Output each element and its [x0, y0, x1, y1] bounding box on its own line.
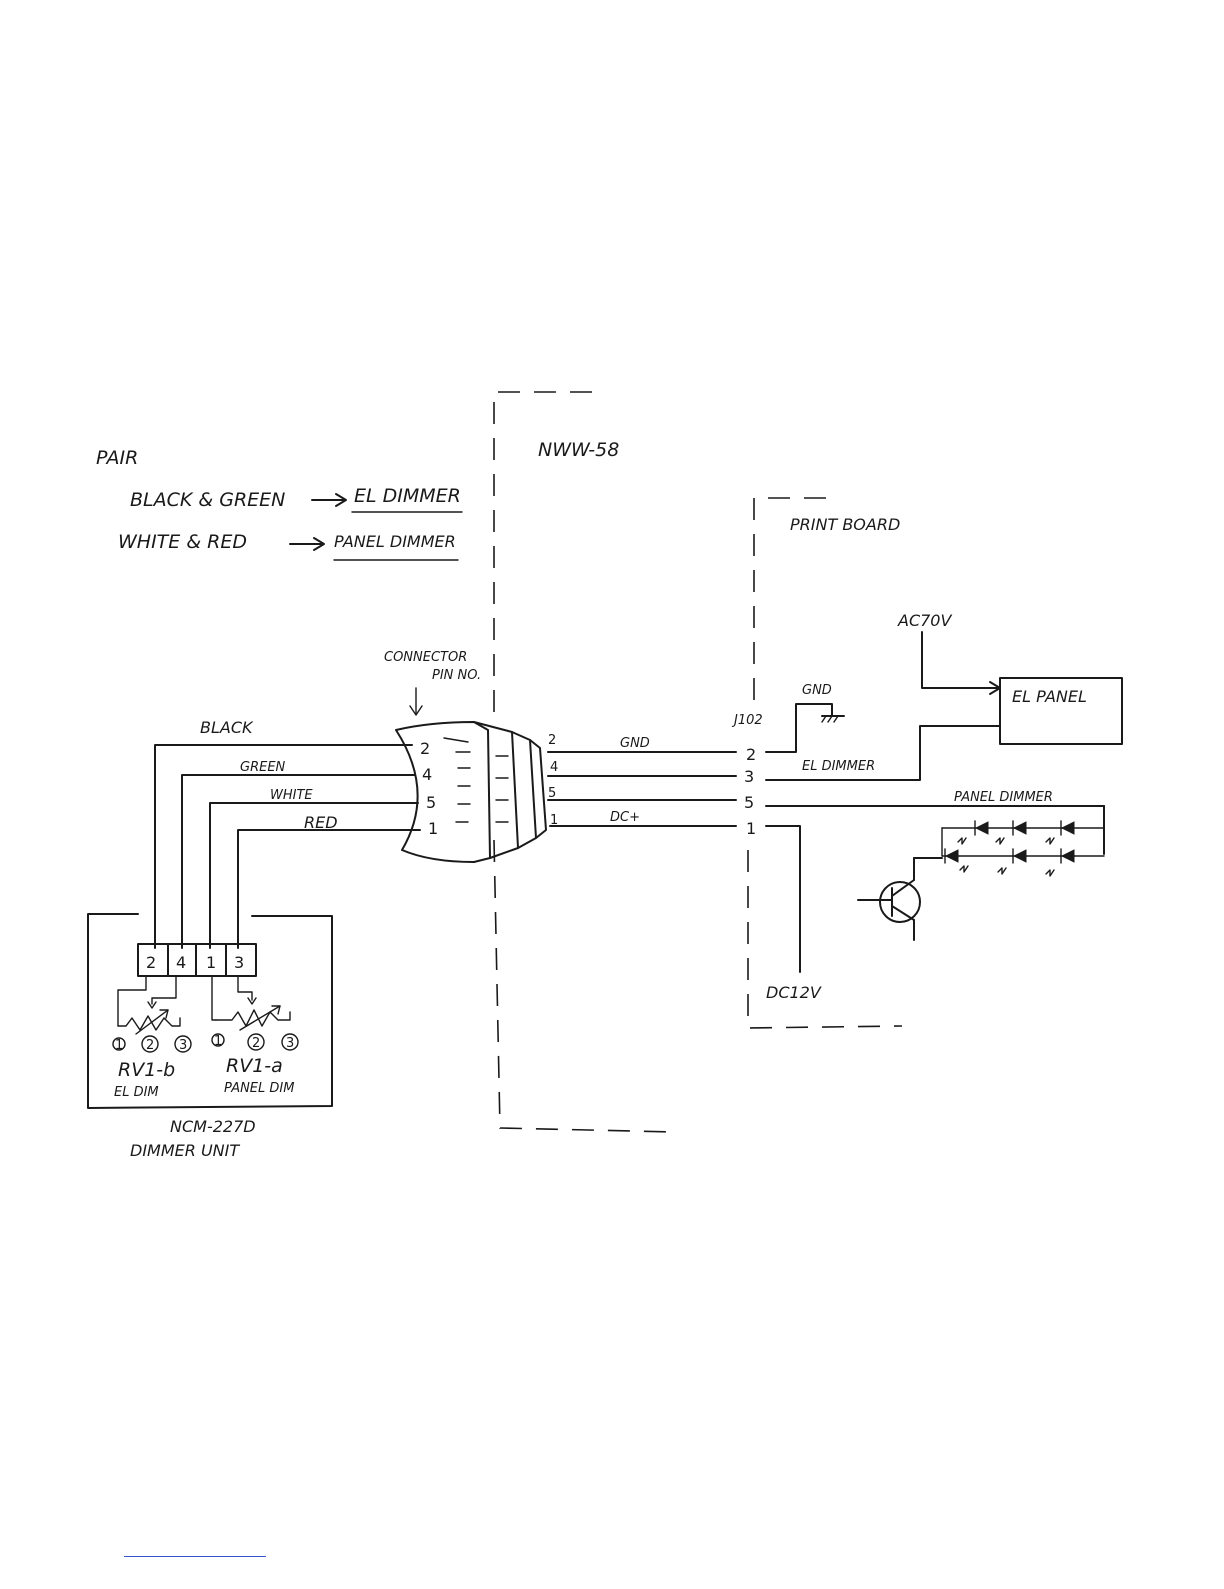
connector-plug-body [396, 722, 490, 862]
potentiometer-rv1b-icon [118, 976, 180, 1034]
cable-gnd-label: GND [620, 736, 650, 751]
board-pin-2: 2 [746, 745, 756, 764]
legend-pair2-target: PANEL DIMMER [334, 532, 456, 551]
rv1a-desc: PANEL DIM [224, 1081, 294, 1096]
terminal-4: 4 [176, 953, 186, 972]
legend-pair2-wires: WHITE & RED [118, 531, 247, 553]
ac-supply-label: AC70V [897, 611, 952, 630]
ac-supply-trace [922, 632, 998, 688]
enclosure-label: NWW-58 [538, 439, 619, 461]
led-icon [1061, 849, 1074, 863]
gnd-trace [766, 704, 832, 752]
potentiometer-rv1a-icon [212, 976, 290, 1030]
dc-supply-trace [766, 826, 800, 972]
rv1b-desc: EL DIM [114, 1085, 159, 1100]
legend-pair1-target: EL DIMMER [354, 485, 461, 507]
cable-dc-label: DC+ [610, 810, 640, 825]
connector-shell-1 [474, 722, 518, 858]
board-pin-5: 5 [744, 793, 754, 812]
cable-pin-2: 2 [548, 733, 556, 748]
led-array [942, 821, 1104, 876]
connector-label: CONNECTOR [384, 650, 467, 665]
wire-label-red: RED [304, 813, 338, 832]
rv1a-pin-2: 2 [252, 1036, 260, 1051]
led-icon [1013, 821, 1026, 835]
rv1b-pin-3: 3 [179, 1038, 187, 1053]
connector-pin-4: 4 [422, 765, 432, 784]
print-board-title: PRINT BOARD [790, 515, 900, 534]
dimmer-name: DIMMER UNIT [130, 1141, 240, 1160]
panel-dimmer-label: PANEL DIMMER [954, 790, 1053, 805]
dc-supply-label: DC12V [766, 983, 822, 1002]
el-dimmer-label: EL DIMMER [802, 759, 875, 774]
rv1a-pin-3: 3 [286, 1036, 294, 1051]
wire-red [238, 830, 420, 948]
dimmer-unit: 2 4 1 3 1 2 3 1 2 [88, 914, 332, 1160]
terminal-2: 2 [146, 953, 156, 972]
legend-title: PAIR [96, 447, 138, 469]
transistor-icon [858, 858, 942, 940]
led-icon [1013, 849, 1026, 863]
rv1b-pin-2: 2 [146, 1038, 154, 1053]
rv1a-name: RV1-a [226, 1055, 283, 1077]
cable-pin-4: 4 [550, 760, 558, 775]
cable-run: 2 4 5 1 GND DC+ [548, 733, 736, 828]
board-pin-3: 3 [744, 767, 754, 786]
gnd-label: GND [802, 683, 832, 698]
legend-pair1-wires: BLACK & GREEN [130, 489, 285, 511]
connector-pin-5: 5 [426, 793, 436, 812]
connector-pin-1: 1 [428, 819, 438, 838]
print-board: PRINT BOARD J102 2 3 5 1 GND EL DIMMER A… [731, 498, 1122, 1028]
led-icon [975, 821, 988, 835]
el-panel-label: EL PANEL [1012, 687, 1087, 706]
dimmer-model: NCM-227D [170, 1117, 256, 1136]
terminal-1: 1 [206, 953, 216, 972]
rv1b-name: RV1-b [118, 1059, 175, 1081]
led-icon [1061, 821, 1074, 835]
nww58-enclosure: NWW-58 [494, 392, 676, 1132]
board-pin-1: 1 [746, 819, 756, 838]
harness-wires: BLACK GREEN WHITE RED [155, 718, 420, 948]
rv1a-pin-1: 1 [214, 1034, 222, 1049]
wire-label-black: BLACK [200, 718, 254, 737]
footer-rule [124, 1556, 266, 1557]
terminal-3: 3 [234, 953, 244, 972]
connector-pin-2: 2 [420, 739, 430, 758]
cable-pin-5: 5 [548, 786, 556, 801]
wire-label-green: GREEN [240, 760, 286, 775]
pair-legend: PAIR BLACK & GREEN EL DIMMER WHITE & RED… [96, 447, 462, 560]
connector-sublabel: PIN NO. [432, 668, 481, 683]
rv1b-pin-1: 1 [115, 1038, 123, 1053]
jack-label: J102 [731, 713, 763, 728]
wire-label-white: WHITE [270, 788, 313, 803]
led-icon [945, 849, 958, 863]
